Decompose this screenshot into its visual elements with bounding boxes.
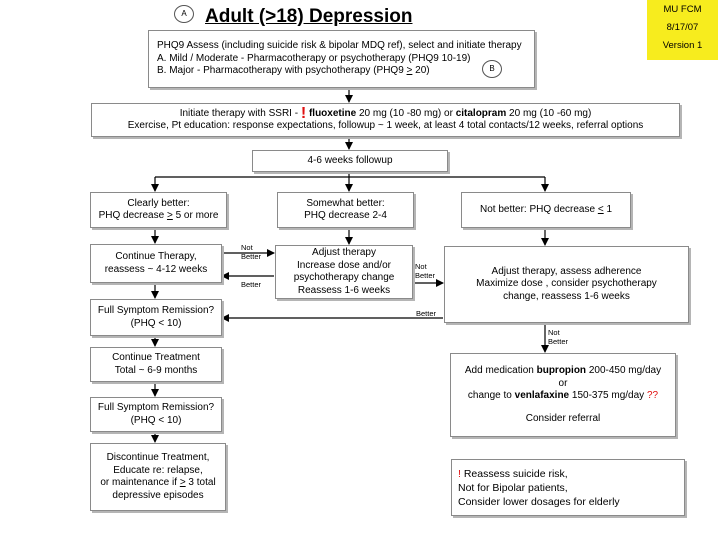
initiate-line2: Exercise, Pt education: response expecta… bbox=[127, 120, 644, 131]
adjust-adherence-box: Adjust therapy, assess adherence Maximiz… bbox=[444, 246, 689, 323]
notes-line2: Not for Bipolar patients, bbox=[458, 481, 568, 494]
clearly-better-line1: Clearly better: bbox=[127, 197, 190, 209]
org-label: MU FCM bbox=[663, 4, 702, 15]
version-label: Version 1 bbox=[662, 40, 703, 51]
discontinue-line1: Discontinue Treatment, bbox=[106, 452, 210, 463]
continue-therapy-line1: Continue Therapy, bbox=[115, 251, 197, 262]
remission-check-2: Full Symptom Remission? (PHQ < 10) bbox=[90, 397, 222, 432]
label-better-2: Better bbox=[416, 309, 437, 318]
somewhat-better-line1: Somewhat better: bbox=[306, 197, 385, 209]
remission-check-1: Full Symptom Remission? (PHQ < 10) bbox=[90, 299, 222, 336]
version-badge: MU FCM 8/17/07 Version 1 bbox=[647, 0, 718, 60]
initiate-therapy-box: Initiate therapy with SSRI - ! fluoxetin… bbox=[91, 103, 680, 137]
adjust-therapy-line4: Reassess 1-6 weeks bbox=[297, 284, 391, 296]
discontinue-line4: depressive episodes bbox=[112, 489, 204, 501]
arrow-followup-branches bbox=[155, 172, 545, 178]
adjust-therapy-line1: Adjust therapy bbox=[312, 247, 376, 258]
discontinue-line2: Educate re: relapse, bbox=[113, 464, 203, 476]
continue-treatment-line1: Continue Treatment bbox=[112, 352, 200, 363]
marker-a: A bbox=[174, 5, 194, 23]
remission2-line2: (PHQ < 10) bbox=[130, 414, 182, 426]
somewhat-better-box: Somewhat better: PHQ decrease 2-4 bbox=[277, 192, 414, 228]
not-better-text: Not better: PHQ decrease < 1 bbox=[479, 203, 613, 215]
adjust-therapy-box: Adjust therapy Increase dose and/or psyc… bbox=[275, 245, 413, 299]
discontinue-line3: or maintenance if > 3 total bbox=[100, 477, 216, 488]
remission1-line2: (PHQ < 10) bbox=[130, 317, 182, 329]
add-medication-line4: Consider referral bbox=[525, 412, 601, 424]
assess-line3: B. Major - Pharmacotherapy with psychoth… bbox=[157, 65, 430, 77]
remission2-line1: Full Symptom Remission? bbox=[97, 402, 215, 413]
add-medication-line1: Add medication bupropion 200-450 mg/day bbox=[464, 365, 662, 376]
notes-line1: ! Reassess suicide risk, bbox=[458, 467, 568, 480]
add-medication-line2: or bbox=[558, 377, 568, 389]
notes-line3: Consider lower dosages for elderly bbox=[458, 495, 620, 508]
clearly-better-line2: PHQ decrease > 5 or more bbox=[98, 210, 219, 221]
remission1-line1: Full Symptom Remission? bbox=[97, 305, 215, 316]
continue-treatment-line2: Total ~ 6-9 months bbox=[114, 364, 198, 376]
assess-line1: PHQ9 Assess (including suicide risk & bi… bbox=[157, 40, 522, 52]
add-medication-line3: change to venlafaxine 150-375 mg/day ?? bbox=[467, 390, 659, 401]
assess-box: PHQ9 Assess (including suicide risk & bi… bbox=[148, 30, 535, 88]
notes-box: ! Reassess suicide risk, Not for Bipolar… bbox=[451, 459, 685, 516]
continue-treatment-box: Continue Treatment Total ~ 6-9 months bbox=[90, 347, 222, 382]
marker-b: B bbox=[482, 60, 502, 78]
date-label: 8/17/07 bbox=[666, 22, 699, 33]
adjust-adherence-line1: Adjust therapy, assess adherence bbox=[491, 265, 642, 277]
assess-line2: A. Mild / Moderate - Pharmacotherapy or … bbox=[157, 52, 471, 64]
discontinue-treatment-box: Discontinue Treatment, Educate re: relap… bbox=[90, 443, 226, 511]
adjust-therapy-line3: psychotherapy change bbox=[293, 272, 395, 283]
continue-therapy-line2: reassess ~ 4-12 weeks bbox=[104, 263, 208, 275]
adjust-adherence-line3: change, reassess 1-6 weeks bbox=[503, 290, 630, 302]
somewhat-better-line2: PHQ decrease 2-4 bbox=[304, 210, 387, 221]
continue-therapy-box: Continue Therapy, reassess ~ 4-12 weeks bbox=[90, 244, 222, 283]
clearly-better-box: Clearly better: PHQ decrease > 5 or more bbox=[90, 192, 227, 228]
adjust-therapy-line2: Increase dose and/or bbox=[297, 259, 391, 271]
initiate-line1: Initiate therapy with SSRI - ! fluoxetin… bbox=[179, 104, 592, 122]
label-better-1: Better bbox=[241, 280, 262, 289]
page-title: Adult (>18) Depression bbox=[205, 6, 413, 27]
adjust-adherence-line2: Maximize dose , consider psychotherapy bbox=[476, 278, 657, 290]
followup-box: 4-6 weeks followup bbox=[252, 150, 448, 172]
not-better-box: Not better: PHQ decrease < 1 bbox=[461, 192, 631, 228]
add-medication-box: Add medication bupropion 200-450 mg/day … bbox=[450, 353, 676, 437]
